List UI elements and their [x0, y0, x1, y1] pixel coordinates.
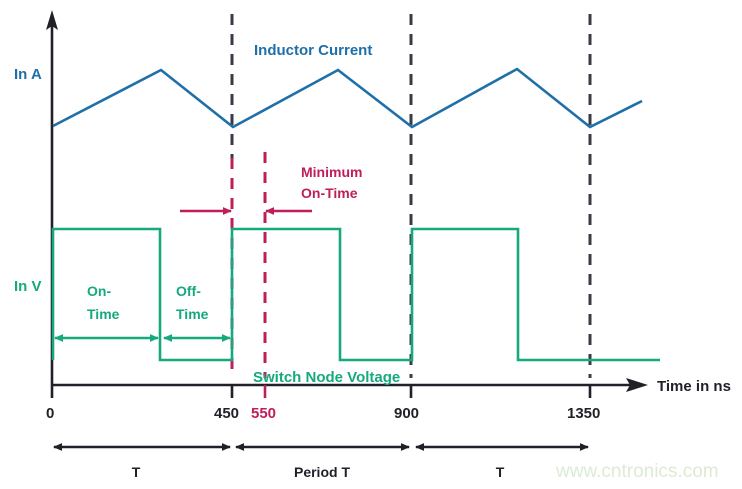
minimum-on-time-label-line2: On-Time: [301, 185, 358, 201]
y-axis-top-label: In A: [14, 66, 42, 83]
off-time-label-line2: Time: [176, 306, 209, 322]
tick-label-1350: 1350: [567, 405, 600, 422]
switch-node-voltage-label: Switch Node Voltage: [253, 369, 400, 386]
tick-label-550: 550: [251, 405, 276, 422]
off-time-label-line1: Off-: [176, 283, 201, 299]
on-time-label-line2: Time: [87, 306, 120, 322]
tick-label-0: 0: [46, 405, 54, 422]
y-axis-arrowhead: [46, 10, 58, 30]
axis-group: [46, 10, 648, 398]
tick-label-450: 450: [214, 405, 239, 422]
period-label-period-t: Period T: [294, 464, 350, 480]
period-label-t2: T: [496, 464, 505, 480]
on-time-label-line1: On-: [87, 283, 111, 299]
period-label-t1: T: [132, 464, 141, 480]
inductor-current-label: Inductor Current: [254, 42, 372, 59]
tick-label-900: 900: [394, 405, 419, 422]
switch-node-voltage-waveform: [51, 227, 660, 362]
watermark: www.cntronics.com: [555, 461, 719, 482]
x-axis-arrowhead: [626, 378, 648, 392]
minimum-on-time-label-line1: Minimum: [301, 164, 362, 180]
inductor-current-waveform: [52, 67, 643, 129]
y-axis-bottom-label: In V: [14, 278, 42, 295]
x-axis-label: Time in ns: [657, 378, 731, 395]
